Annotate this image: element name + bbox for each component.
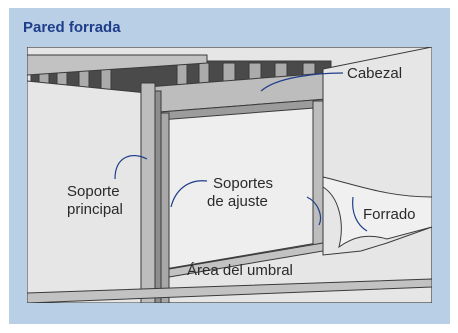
sill-plate <box>168 242 324 278</box>
top-plate <box>27 54 208 76</box>
label-forrado: Forrado <box>363 206 416 223</box>
label-soporte-line2: principal <box>67 201 123 218</box>
sheathing-peel <box>322 176 432 249</box>
label-soportes-line1: Soportes <box>213 175 273 192</box>
label-soporte-line1: Soporte <box>67 183 120 200</box>
king-stud <box>140 82 162 303</box>
wall-illustration: Cabezal Soporte principal Soportes de aj… <box>27 47 432 303</box>
bottom-plate <box>27 278 432 303</box>
label-umbral: Área del umbral <box>187 262 293 279</box>
leader-soporte-principal <box>114 155 148 180</box>
leader-cabezal <box>260 72 344 92</box>
left-wall-panel <box>27 80 148 303</box>
leader-forrado-2 <box>352 196 368 232</box>
diagram-title: Pared forrada <box>23 19 121 36</box>
label-cabezal: Cabezal <box>347 65 402 82</box>
leader-soportes-ajuste <box>170 180 208 208</box>
leader-lines <box>114 72 368 232</box>
label-soportes-line2: de ajuste <box>207 193 268 210</box>
leader-forrado <box>306 196 322 226</box>
